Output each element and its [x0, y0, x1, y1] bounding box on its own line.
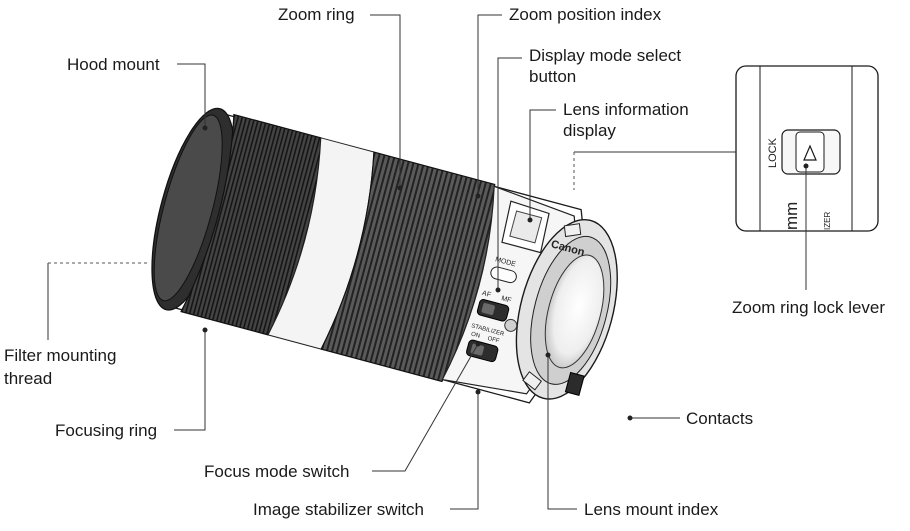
lens-info-display-leader	[529, 109, 556, 220]
lock-text: LOCK	[767, 137, 779, 168]
label-focus-mode-switch: Focus mode switch	[204, 462, 350, 481]
label-filter-thread-line1: Filter mounting	[4, 346, 116, 365]
off-text: OFF	[487, 336, 500, 345]
af-text: AF	[481, 290, 491, 299]
image-stabilizer-leader	[450, 392, 479, 510]
focus-mode-switch-leader	[372, 343, 479, 472]
label-focusing-ring: Focusing ring	[55, 421, 157, 440]
label-display-mode-line1: Display mode select	[529, 46, 681, 65]
zoom-position-index-leader	[477, 14, 502, 196]
lens-body: Canon MODE AF MF STABILIZER ON OFF	[151, 107, 618, 404]
label-lens-info-line2: display	[563, 121, 616, 140]
label-filter-thread-line2: thread	[4, 369, 52, 388]
inset-mm-text: mm	[782, 202, 801, 230]
label-zoom-ring: Zoom ring	[278, 5, 355, 24]
label-display-mode-line2: button	[529, 67, 576, 86]
image-stabilizer-switch-shape: STABILIZER ON OFF	[466, 323, 505, 363]
focusing-ring-leader	[174, 330, 206, 431]
label-lens-info-line1: Lens information	[563, 100, 689, 119]
inset-fragment-text: IZER	[823, 212, 832, 230]
label-zoom-position-index: Zoom position index	[509, 5, 662, 24]
zoom-ring-leader	[370, 14, 401, 188]
zoom-ring-lock-lever-shape	[781, 129, 841, 175]
label-zoom-lock-lever: Zoom ring lock lever	[732, 298, 885, 317]
zoom-lock-inset: LOCK mm IZER	[735, 65, 879, 232]
display-mode-leader	[497, 57, 522, 290]
label-image-stabilizer-switch: Image stabilizer switch	[253, 500, 424, 519]
rear-glass	[544, 254, 605, 369]
lens-mount-index-dot	[504, 318, 518, 332]
on-text: ON	[470, 332, 480, 340]
focus-mode-switch-shape: AF MF	[476, 290, 512, 322]
mf-text: MF	[500, 295, 512, 304]
label-hood-mount: Hood mount	[67, 55, 160, 74]
label-lens-mount-index: Lens mount index	[584, 500, 719, 519]
lens-mount-index-leader	[547, 355, 577, 510]
contacts-block	[564, 371, 585, 397]
hood-mount-leader	[177, 63, 206, 128]
label-contacts: Contacts	[686, 409, 753, 428]
lens-info-display-window	[501, 200, 550, 254]
